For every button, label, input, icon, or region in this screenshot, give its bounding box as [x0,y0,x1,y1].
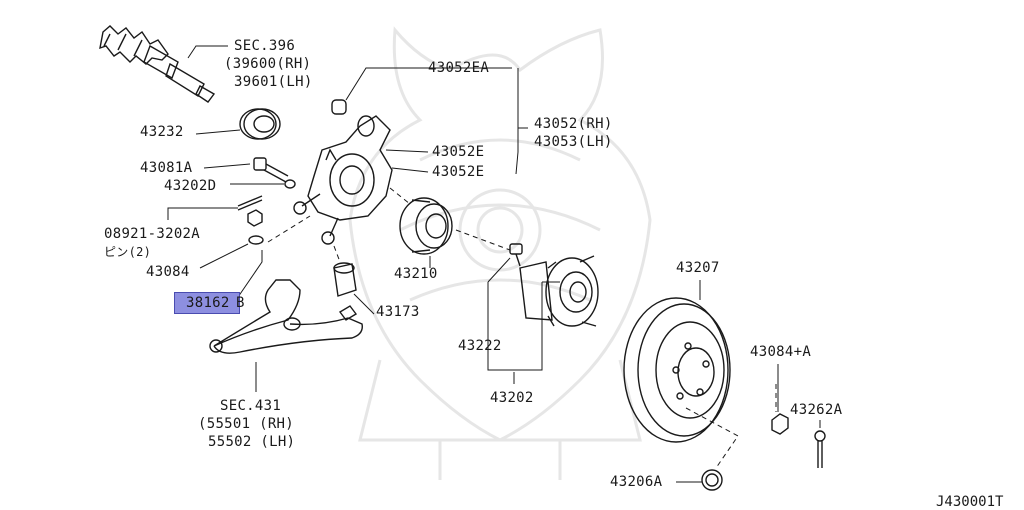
label-55502[interactable]: 55502 (LH) [208,434,296,450]
knuckle-drawing [293,99,393,245]
washer-43202d-drawing [284,179,296,189]
label-55501[interactable]: (55501 (RH) [198,416,295,432]
label-39601[interactable]: 39601(LH) [234,74,313,90]
dashed-assembly-lines [267,187,777,469]
drive-shaft-drawing [99,25,216,103]
nut-43084a-drawing [771,413,789,435]
label-43052rh[interactable]: 43052(RH) [534,116,613,132]
label-43084a[interactable]: 43084+A [750,344,812,360]
label-38162[interactable]: 38162 [186,295,230,311]
label-sec431[interactable]: SEC.431 [220,398,282,414]
label-43202d[interactable]: 43202D [164,178,217,194]
nut-43084-drawing [247,209,264,245]
label-43210[interactable]: 43210 [394,266,438,282]
label-43262a[interactable]: 43262A [790,402,843,418]
label-43052e-2[interactable]: 43052E [432,164,485,180]
hub-43210-drawing [399,197,453,255]
disc-43207-drawing [623,297,731,443]
label-43052ea[interactable]: 43052EA [428,60,490,76]
label-43207[interactable]: 43207 [676,260,720,276]
seal-43232-drawing [239,108,281,140]
bolt-43081a-drawing [253,157,289,183]
label-43202[interactable]: 43202 [490,390,534,406]
label-43173[interactable]: 43173 [376,304,420,320]
leader-lines [167,45,821,483]
hub-43202-drawing [509,243,599,327]
plug-43206a-drawing [701,469,723,491]
cotter-pin-drawing [237,195,263,211]
highlight-38162[interactable] [174,292,240,314]
lower-arm-drawing [209,279,363,354]
label-43232[interactable]: 43232 [140,124,184,140]
label-43052e-1[interactable]: 43052E [432,144,485,160]
label-pin: ピン(2) [104,245,152,259]
label-43084[interactable]: 43084 [146,264,190,280]
pin-43262a-drawing [814,430,826,468]
label-43081a[interactable]: 43081A [140,160,193,176]
label-43222[interactable]: 43222 [458,338,502,354]
label-sec396[interactable]: SEC.396 [234,38,296,54]
part-drawings [99,25,826,491]
label-43053lh[interactable]: 43053(LH) [534,134,613,150]
watermark-emblem [348,26,652,480]
label-38162-suffix: B [236,295,245,311]
label-39600[interactable]: (39600(RH) [224,56,312,72]
bushing-43173-drawing [333,262,357,297]
diagram-reference-code: J430001T [936,494,1004,510]
label-08921[interactable]: 08921-3202A [104,226,201,242]
label-43206a[interactable]: 43206A [610,474,663,490]
